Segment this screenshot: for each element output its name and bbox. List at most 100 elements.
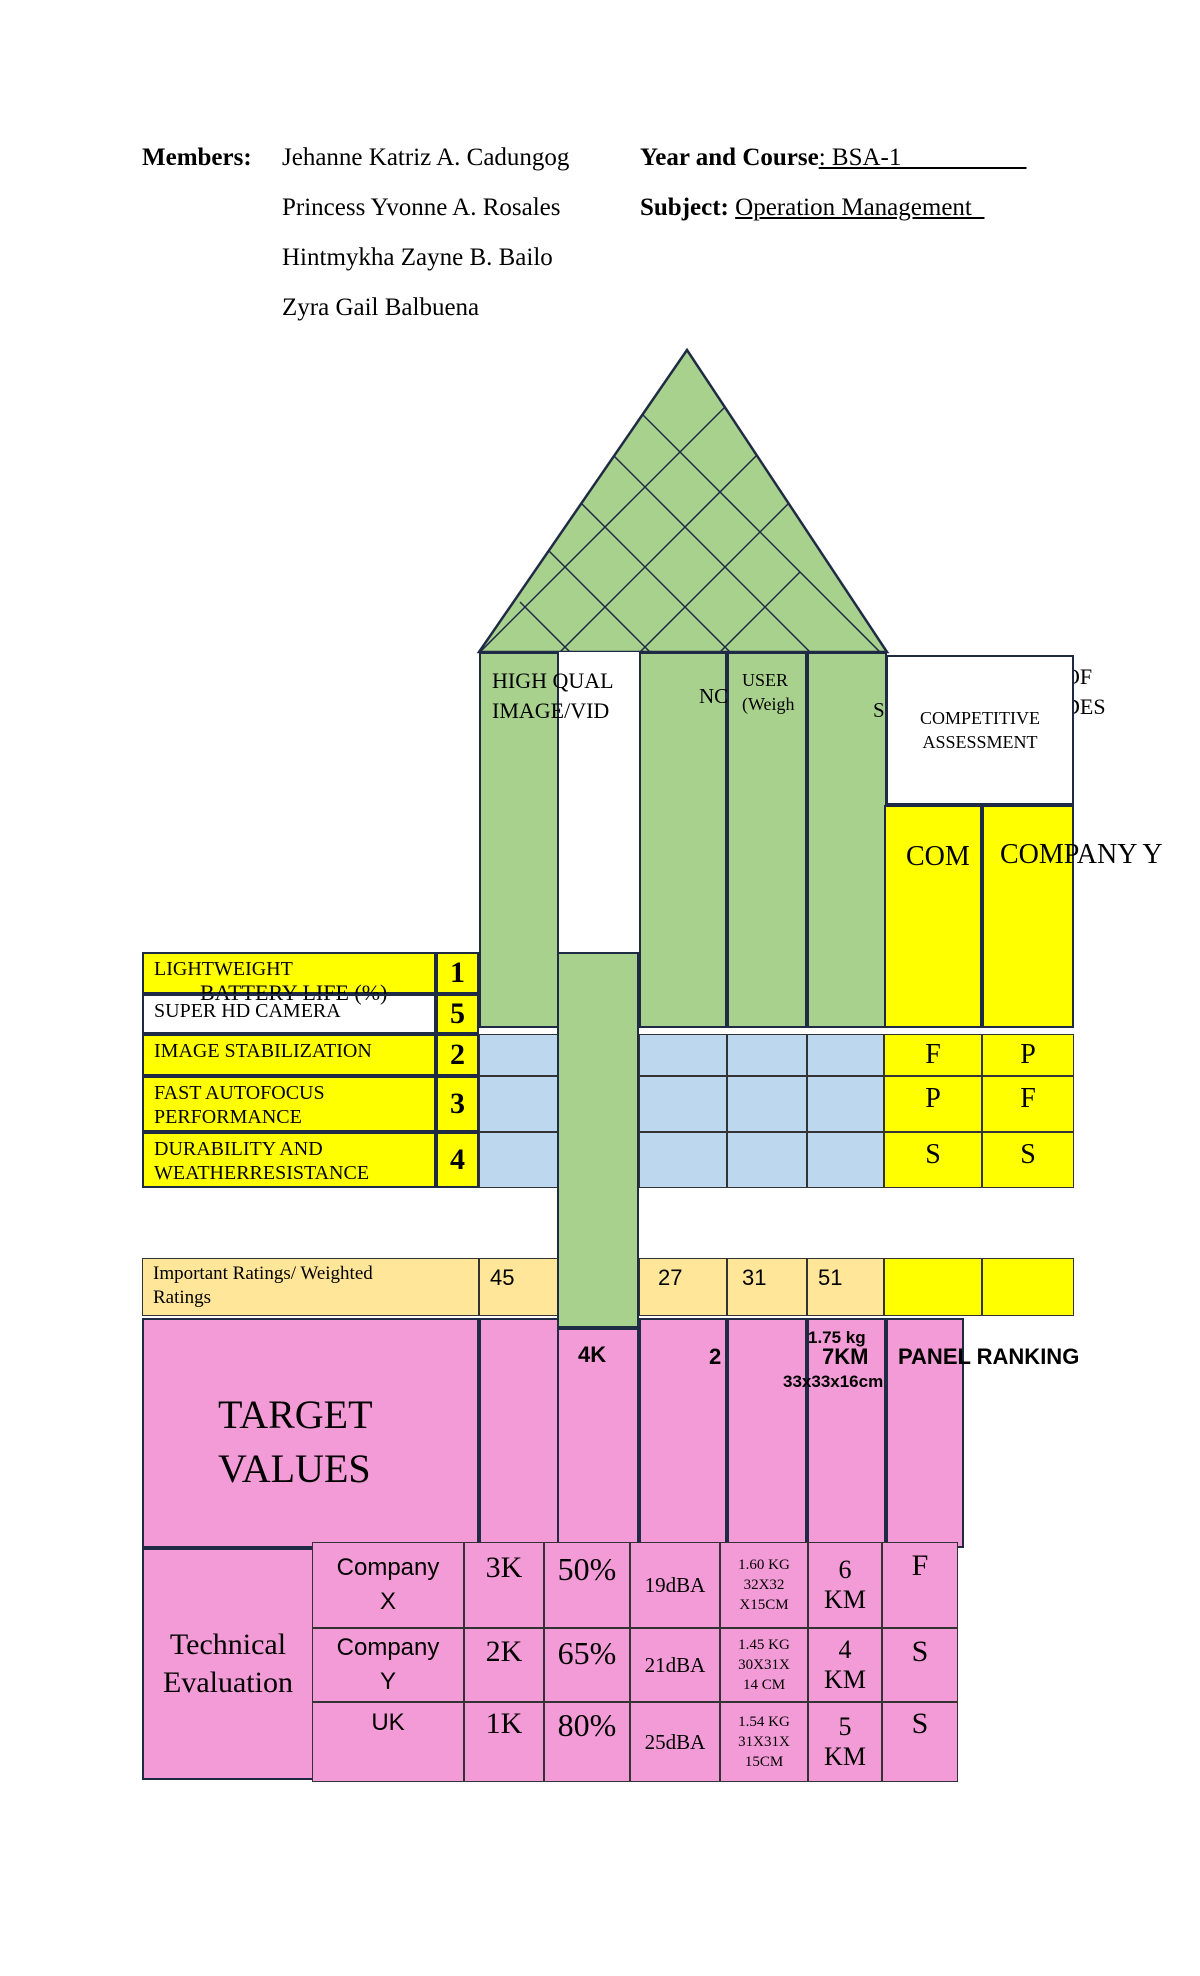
target-cell — [479, 1318, 559, 1548]
column-user-weight — [727, 652, 807, 1028]
requirement-label-2: PERFORMANCE — [154, 1106, 302, 1128]
target-cell — [727, 1318, 807, 1548]
matrix-cell — [807, 1076, 884, 1132]
col4-line2: (Weigh — [742, 694, 795, 714]
tech-noise: 21dBA — [630, 1628, 720, 1702]
requirement-rank: 2 — [436, 1034, 479, 1076]
tech-percent: 50% — [544, 1542, 630, 1628]
rating-value: 51 — [807, 1258, 884, 1316]
tech-weight: 1.54 KG 31X31X 15CM — [720, 1702, 808, 1782]
column-image-video — [479, 652, 559, 1028]
requirement-row: DURABILITY AND WEATHERRESISTANCE — [142, 1132, 436, 1188]
company-x-label: COM — [906, 841, 970, 872]
column-label-s: S — [873, 698, 885, 722]
tech-weight: 1.60 KG 32X32 X15CM — [720, 1542, 808, 1628]
matrix-cell — [639, 1034, 727, 1076]
requirement-row: FAST AUTOFOCUS PERFORMANCE — [142, 1076, 436, 1132]
column-s — [807, 652, 887, 1028]
requirement-label: LIGHTWEIGHT — [154, 958, 293, 980]
company-y-column: COMPANY Y — [982, 805, 1163, 1028]
matrix-cell — [727, 1076, 807, 1132]
panel-ranking-label: PANEL RANKING — [898, 1344, 1080, 1369]
tech-name-line2: X — [379, 1588, 396, 1615]
column-blank — [559, 652, 639, 952]
tech-weight-line3: 15CM — [744, 1754, 784, 1770]
matrix-cell — [479, 1034, 559, 1076]
tech-company-name: Company Y — [312, 1628, 464, 1702]
tech-name-line1: Company — [336, 1634, 440, 1661]
tech-weight-line3: X15CM — [739, 1597, 789, 1613]
tech-distance-line2: KM — [824, 1742, 866, 1771]
tech-distance: 5 KM — [808, 1702, 882, 1782]
requirement-rank: 3 — [436, 1076, 479, 1132]
company-y-rating: S — [982, 1132, 1074, 1188]
target-cell — [639, 1318, 727, 1548]
requirement-row: LIGHTWEIGHT — [142, 952, 436, 994]
tech-weight-line2: 30X31X — [738, 1657, 790, 1673]
requirement-rank: 5 — [436, 994, 479, 1034]
company-y-rating: F — [982, 1076, 1074, 1132]
company-x-column: COM — [884, 805, 982, 1028]
tech-distance-line2: KM — [824, 1665, 866, 1694]
year-course-value: : BSA-1__________ — [818, 144, 1027, 171]
tech-noise: 25dBA — [630, 1702, 720, 1782]
year-course: Year and Course: BSA-1__________ — [640, 143, 1026, 173]
tech-distance: 6 KM — [808, 1542, 882, 1628]
column-noise — [639, 652, 727, 1028]
matrix-cell — [479, 1076, 559, 1132]
target-value: 7KM — [822, 1344, 869, 1369]
target-values-label: TARGET VALUES — [142, 1318, 479, 1548]
tech-resolution: 3K — [464, 1542, 544, 1628]
matrix-cell — [639, 1132, 727, 1188]
requirement-label-2: WEATHERRESISTANCE — [154, 1162, 370, 1184]
rating-value: 45 — [479, 1258, 559, 1316]
tech-weight-line1: 1.54 KG — [738, 1714, 790, 1730]
member-name: Zyra Gail Balbuena — [282, 294, 480, 321]
subject-value: Operation Management_ — [735, 194, 985, 221]
tech-weight-line1: 1.45 KG — [738, 1637, 790, 1653]
requirement-label: IMAGE STABILIZATION — [154, 1040, 372, 1062]
target-cell — [886, 1318, 964, 1548]
competitive-assessment-box: COMPETITIVE ASSESSMENT — [886, 655, 1074, 805]
roof-grid — [479, 371, 881, 652]
requirement-overlay: BATTERY LIFE (%) — [200, 980, 388, 1005]
target-cell — [557, 1328, 639, 1548]
matrix-cell — [479, 1132, 559, 1188]
target-value: 4K — [578, 1342, 607, 1367]
tech-percent: 80% — [544, 1702, 630, 1782]
target-cell — [807, 1318, 886, 1548]
tech-resolution: 2K — [464, 1628, 544, 1702]
competitive-line1: COMPETITIVE — [920, 708, 1040, 728]
technical-table: Company X 3K 50% 19dBA 1.60 KG 32X32 X15… — [312, 1542, 958, 1782]
requirement-label: FAST AUTOFOCUS — [154, 1082, 325, 1104]
company-x-rating: P — [884, 1076, 982, 1132]
ratings-label-line2: Ratings — [153, 1287, 212, 1308]
correlation-roof — [476, 347, 890, 654]
subject-label: Subject: — [640, 194, 729, 221]
company-x-rating: F — [884, 1034, 982, 1076]
technical-line2: Evaluation — [163, 1666, 293, 1699]
tech-distance: 4 KM — [808, 1628, 882, 1702]
tech-company-name: UK — [312, 1702, 464, 1782]
column-label-user-weight: USER (Weigh — [742, 668, 795, 716]
members-label: Members: — [142, 144, 252, 171]
roof-triangle — [476, 347, 890, 654]
tech-name-line1: Company — [336, 1554, 440, 1581]
member-name: Hintmykha Zayne B. Bailo — [282, 244, 553, 271]
tech-distance-line2: KM — [824, 1585, 866, 1614]
target-values-text: TARGET VALUES — [218, 1388, 373, 1496]
competitive-line2: ASSESSMENT — [922, 732, 1038, 752]
requirement-label: DURABILITY AND — [154, 1138, 323, 1160]
tech-weight-line2: 32X32 — [743, 1577, 785, 1593]
matrix-cell — [727, 1034, 807, 1076]
target-line2: VALUES — [218, 1446, 371, 1491]
year-course-label: Year and Course — [640, 144, 819, 171]
col1-line1: HIGH QUAL — [492, 668, 614, 693]
requirement-rank: 1 — [436, 952, 479, 994]
target-line1: TARGET — [218, 1392, 373, 1437]
relationship-matrix — [479, 1034, 884, 1188]
company-y-rating: P — [982, 1034, 1074, 1076]
rating-empty — [884, 1258, 982, 1316]
tech-noise: 19dBA — [630, 1542, 720, 1628]
tech-weight-line3: 14 CM — [742, 1677, 786, 1693]
